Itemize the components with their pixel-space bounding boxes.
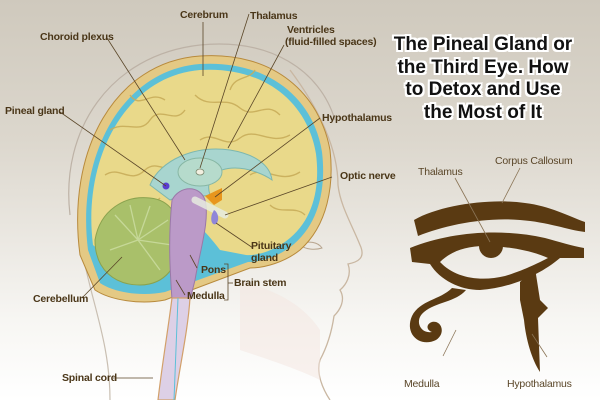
skull-outer-ghost — [68, 43, 336, 216]
eye-leader-lines — [442, 167, 548, 358]
eye-of-horus-outline — [410, 232, 584, 290]
label-pituitary-sub: gland — [251, 252, 278, 264]
eye-of-horus — [409, 201, 585, 372]
label-pineal-gland: Pineal gland — [5, 105, 65, 117]
eye-of-horus-tear-drop — [520, 268, 548, 372]
spinal-cord — [157, 297, 191, 400]
eye-of-horus-brow — [414, 201, 585, 236]
label-medulla: Medulla — [187, 290, 225, 302]
face-cheek-shade — [240, 280, 320, 380]
cerebrum-gyri — [104, 69, 306, 216]
headline-title: The Pineal Gland or the Third Eye. How t… — [378, 34, 588, 124]
label-ventricles: Ventricles — [287, 24, 335, 36]
title-line-4: the Most of It — [423, 101, 543, 123]
label-pons: Pons — [201, 264, 226, 276]
eye-of-horus-tear-spiral — [409, 288, 466, 343]
label-spinal-cord: Spinal cord — [62, 372, 117, 384]
face-profile-outline — [289, 69, 363, 400]
label-hypothalamus: Hypothalamus — [322, 112, 392, 124]
title-line-1: The Pineal Gland or — [393, 34, 573, 55]
brain-stem — [169, 188, 207, 301]
pituitary-gland — [211, 210, 219, 225]
label-brain-stem: Brain stem — [234, 277, 287, 289]
label-optic-nerve: Optic nerve — [340, 170, 396, 182]
leader-lines — [59, 13, 333, 379]
title-line-3: to Detox and Use — [405, 79, 561, 100]
label-thalamus: Thalamus — [250, 10, 298, 22]
eye-of-horus-pupil — [479, 234, 503, 258]
label-eye-corpus-callosum: Corpus Callosum — [495, 155, 573, 167]
label-ventricles-sub: (fluid-filled spaces) — [285, 36, 377, 48]
label-eye-hypothalamus: Hypothalamus — [507, 378, 572, 390]
label-eye-thalamus: Thalamus — [418, 166, 463, 178]
cerebellum-folia — [109, 204, 173, 271]
label-pituitary: Pituitary — [251, 240, 292, 252]
hypothalamus — [205, 188, 222, 205]
label-cerebellum: Cerebellum — [33, 293, 89, 305]
label-eye-medulla: Medulla — [404, 378, 440, 390]
optic-tract — [191, 196, 229, 219]
thalamus-marker — [195, 168, 205, 176]
label-choroid-plexus: Choroid plexus — [40, 31, 114, 43]
title-line-2: the Third Eye. How — [397, 56, 569, 78]
label-cerebrum: Cerebrum — [180, 9, 228, 21]
